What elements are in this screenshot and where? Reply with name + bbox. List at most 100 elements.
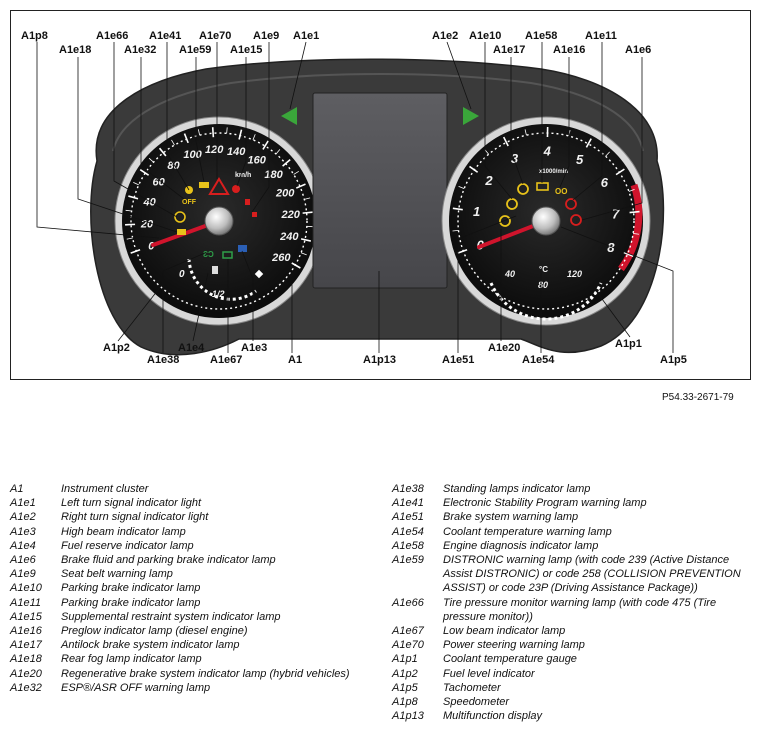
legend-description: Electronic Stability Program warning lam… xyxy=(443,497,647,510)
left-turn-signal-icon xyxy=(281,107,297,125)
callout-A1e20: A1e20 xyxy=(488,342,520,354)
legend-code: A1e2 xyxy=(10,511,36,524)
callout-A1e17: A1e17 xyxy=(493,44,525,56)
legend-description: Brake fluid and parking brake indicator … xyxy=(61,554,276,567)
multifunction-display xyxy=(312,92,448,289)
legend-code: A1e38 xyxy=(392,483,424,495)
callout-A1e67: A1e67 xyxy=(210,354,242,366)
speedometer-ticks xyxy=(125,127,313,269)
legend-description: Coolant temperature warning lamp xyxy=(443,525,612,538)
dial-tick xyxy=(171,139,175,146)
legend-description: Seat belt warning lamp xyxy=(61,568,173,581)
dial-tick xyxy=(158,147,167,157)
legend-code: A1p1 xyxy=(392,653,418,666)
tacho-unit: x1000/min xyxy=(539,169,568,175)
callout-A1p1: A1p1 xyxy=(615,338,642,350)
dial-tick xyxy=(133,182,139,186)
legend-description: Multifunction display xyxy=(443,710,543,723)
legend-code: A1e10 xyxy=(10,582,42,595)
legend-description: Tachometer xyxy=(443,681,501,694)
callout-A1e59: A1e59 xyxy=(179,44,211,56)
legend-code: A1e11 xyxy=(10,596,41,609)
legend-description: Parking brake indicator lamp xyxy=(61,596,201,609)
dial-tick xyxy=(262,140,269,150)
dial-numeral: 220 xyxy=(281,209,301,221)
tachometer-redline xyxy=(618,183,643,272)
dial-tick xyxy=(252,134,256,140)
dial-tick xyxy=(295,183,306,189)
legend-code: A1e66 xyxy=(392,596,424,609)
dial-numeral: 3 xyxy=(511,151,519,166)
callout-A1e54: A1e54 xyxy=(522,354,555,366)
callout-A1e18: A1e18 xyxy=(59,44,91,56)
dial-numeral: 140 xyxy=(227,146,246,158)
low-beam-icon xyxy=(222,251,233,259)
dial-numeral: 80 xyxy=(167,160,180,172)
legend-code: A1e18 xyxy=(10,653,42,666)
right-turn-signal-icon xyxy=(463,107,479,125)
dial-numeral: 260 xyxy=(271,252,291,264)
dial-numeral: 240 xyxy=(279,231,299,243)
legend-row: A1p5 Tachometer xyxy=(392,681,752,695)
dial-numeral: 20 xyxy=(140,219,154,231)
dial-tick xyxy=(633,233,640,235)
legend-code: A1e17 xyxy=(10,639,42,652)
legend-code: A1e4 xyxy=(10,539,36,552)
high-beam-icon xyxy=(238,245,247,252)
legend-description: Power steering warning lamp xyxy=(443,639,585,652)
dial-numeral: 1 xyxy=(473,204,480,219)
legend-description: Right turn signal indicator light xyxy=(61,511,209,524)
coolant-label-80: 80 xyxy=(538,280,548,290)
tachometer-hub xyxy=(531,206,561,236)
callout-A1e41: A1e41 xyxy=(149,30,181,42)
legend-description: Antilock brake system indicator lamp xyxy=(61,639,240,652)
dial-numeral: 180 xyxy=(264,169,283,181)
dial-tick xyxy=(623,251,634,257)
legend-code: A1e6 xyxy=(10,554,36,567)
dial-tick xyxy=(125,209,132,212)
legend-description: ESP®/ASR OFF warning lamp xyxy=(61,681,211,694)
dial-tick xyxy=(585,138,592,148)
legend-row: A1e6 Brake fluid and parking brake indica… xyxy=(10,553,380,567)
legend-code: A1p5 xyxy=(392,681,418,694)
legend-description: Rear fog lamp indicator lamp xyxy=(61,653,202,666)
dial-tick xyxy=(197,129,201,136)
legend-code: A1e3 xyxy=(10,525,36,538)
dial-tick xyxy=(629,210,640,214)
dial-tick xyxy=(300,238,312,242)
dial-tick xyxy=(139,169,150,176)
tachometer-ticks xyxy=(452,127,640,257)
callout-A1e6: A1e6 xyxy=(625,44,651,56)
dial-numeral: 200 xyxy=(275,188,295,200)
legend-code: A1p13 xyxy=(392,710,424,723)
legend-description: Supplemental restraint system indicator … xyxy=(61,610,281,623)
dial-numeral: 120 xyxy=(205,144,224,156)
callout-A1e15: A1e15 xyxy=(230,44,262,56)
legend-code: A1e41 xyxy=(392,497,424,510)
fuel-label-half: 1/2 xyxy=(212,289,225,299)
distronic-warning-icon xyxy=(199,182,209,188)
speed-unit: km/h xyxy=(235,172,251,179)
dial-numeral: 2 xyxy=(484,173,493,188)
legend-code: A1e59 xyxy=(392,554,424,567)
dial-numeral: 7 xyxy=(612,207,620,222)
callout-A1e38: A1e38 xyxy=(147,354,179,366)
power-steering-warning-icon xyxy=(208,177,230,195)
regenerative-brake-icon xyxy=(499,215,511,227)
dial-tick xyxy=(502,136,509,147)
callout-A1e66: A1e66 xyxy=(96,30,128,42)
